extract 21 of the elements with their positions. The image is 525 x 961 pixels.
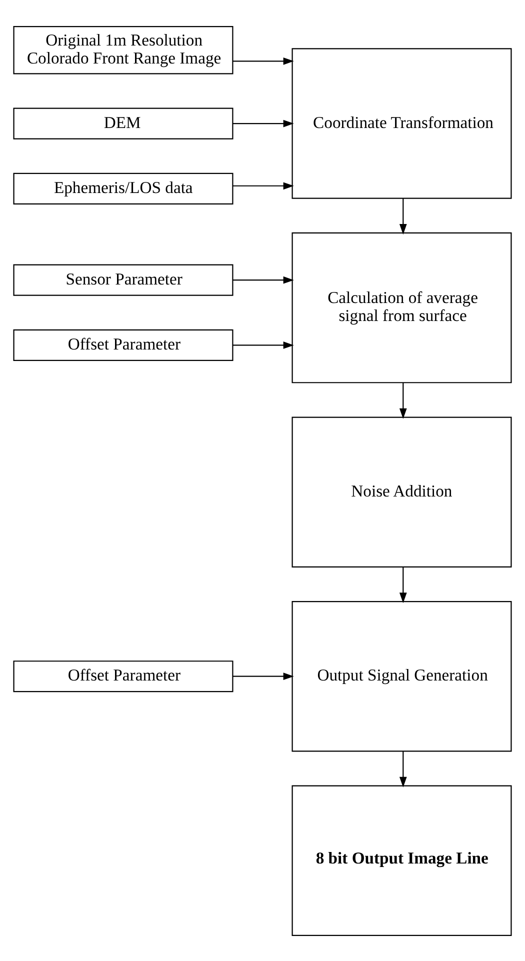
node-box: Coordinate Transformation xyxy=(292,48,512,198)
node-box: Ephemeris/LOS data xyxy=(13,172,234,204)
arrow xyxy=(399,198,407,234)
arrow xyxy=(232,182,294,190)
arrow xyxy=(399,382,407,418)
arrow xyxy=(232,56,294,64)
node-box: Original 1m Resolution Colorado Front Range Image xyxy=(13,25,234,74)
node-box: Output Signal Generation xyxy=(292,600,512,752)
arrow xyxy=(232,276,294,284)
node-box: Calculation of average signal from surface xyxy=(292,232,512,383)
node-box: DEM xyxy=(13,107,234,139)
node-box: 8 bit Output Image Line xyxy=(292,784,512,936)
node-box: Sensor Parameter xyxy=(13,264,234,296)
arrow xyxy=(399,566,407,603)
node-box: Offset Parameter xyxy=(13,328,234,361)
arrow xyxy=(232,119,294,127)
arrow xyxy=(232,672,294,680)
arrow xyxy=(232,341,294,348)
arrow xyxy=(399,750,407,787)
node-box: Noise Addition xyxy=(292,416,512,567)
node-box: Offset Parameter xyxy=(13,660,234,692)
